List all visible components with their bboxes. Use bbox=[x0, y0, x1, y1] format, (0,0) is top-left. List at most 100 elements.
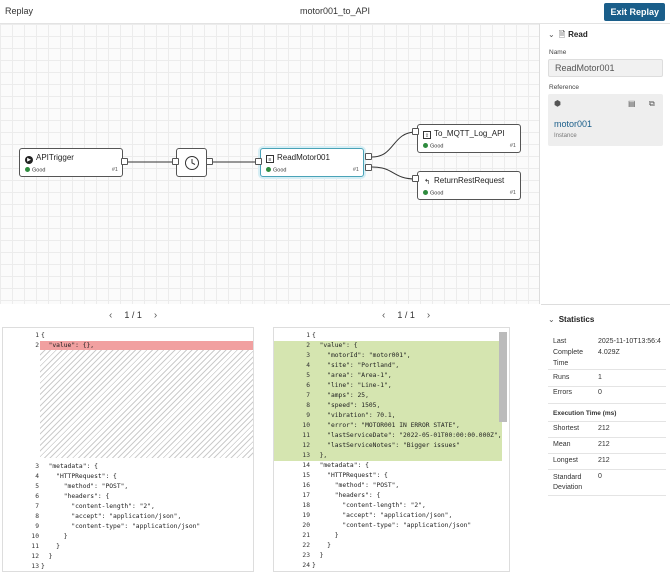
code-text: "value": { bbox=[312, 342, 358, 349]
output-json-editor[interactable]: 1{2 "value": {3 "motorId": "motor001",4 … bbox=[273, 327, 510, 572]
code-line: 13} bbox=[3, 562, 253, 571]
line-number: 4 bbox=[306, 362, 310, 369]
code-text: "headers": { bbox=[41, 493, 110, 500]
stat-row: Runs 1 bbox=[548, 372, 666, 387]
reference-label: Reference bbox=[549, 84, 579, 91]
input-json-editor[interactable]: 1{2 "value": {},3 "metadata": {4 "HTTPRe… bbox=[2, 327, 254, 572]
line-number: 10 bbox=[31, 533, 39, 540]
code-line: 8 "speed": 1505, bbox=[274, 401, 509, 411]
prev-page-button[interactable]: ‹ bbox=[109, 310, 113, 321]
code-text: } bbox=[312, 542, 331, 549]
line-number: 11 bbox=[31, 543, 39, 550]
readmotor001-output-port-2[interactable] bbox=[365, 164, 372, 171]
stat-row: Longest 212 bbox=[548, 454, 666, 470]
code-text: }, bbox=[312, 452, 328, 459]
stddev-label: Standard Deviation bbox=[553, 474, 583, 491]
status-good-icon bbox=[25, 167, 30, 172]
code-line: 3 "motorId": "motor001", bbox=[274, 351, 509, 361]
exit-replay-button[interactable]: Exit Replay bbox=[604, 3, 665, 21]
node-return-status: Good bbox=[430, 190, 444, 197]
readmotor001-input-port[interactable] bbox=[255, 158, 262, 165]
code-line: 2 "value": { bbox=[274, 341, 509, 351]
next-page-button[interactable]: › bbox=[426, 310, 431, 321]
code-line: 4 "site": "Portland", bbox=[274, 361, 509, 371]
line-number: 8 bbox=[35, 513, 39, 520]
name-field[interactable]: ReadMotor001 bbox=[548, 59, 663, 77]
clock-icon bbox=[185, 156, 199, 170]
code-text: "HTTPRequest": { bbox=[312, 472, 388, 479]
stat-row: Shortest 212 bbox=[548, 422, 666, 438]
publish-icon: ⇪ bbox=[423, 131, 431, 139]
readmotor001-output-port-1[interactable] bbox=[365, 153, 372, 160]
code-text: "method": "POST", bbox=[312, 482, 400, 489]
code-line: 22 } bbox=[274, 541, 509, 551]
code-text: } bbox=[312, 562, 316, 569]
mqtt-input-port[interactable] bbox=[412, 128, 419, 135]
code-line: 5 "method": "POST", bbox=[3, 482, 253, 492]
code-line: 4 "HTTPRequest": { bbox=[3, 472, 253, 482]
status-good-icon bbox=[266, 167, 271, 172]
delay-input-port[interactable] bbox=[172, 158, 179, 165]
last-complete-value: 2025-11-10T13:56:44.029Z bbox=[598, 338, 661, 356]
code-line: 16 "method": "POST", bbox=[274, 481, 509, 491]
code-text: } bbox=[41, 543, 60, 550]
code-text: "value": {}, bbox=[41, 342, 95, 349]
code-line: 6 "headers": { bbox=[3, 492, 253, 502]
execution-time-title: Execution Time (ms) bbox=[553, 410, 617, 417]
flow-wires bbox=[127, 131, 417, 180]
code-text: "headers": { bbox=[312, 492, 381, 499]
chevron-down-icon[interactable]: ⌄ bbox=[548, 315, 555, 324]
node-readmotor001[interactable]: ≡ReadMotor001 Good #1 bbox=[260, 148, 364, 177]
panel-section-title: Read bbox=[568, 30, 588, 39]
code-line: 8 "accept": "application/json", bbox=[3, 512, 253, 522]
added-lines-highlight bbox=[274, 341, 502, 461]
code-text: "content-length": "2", bbox=[41, 503, 155, 510]
left-pager: ‹1 / 1› bbox=[103, 310, 163, 321]
apitrigger-output-port[interactable] bbox=[121, 158, 128, 165]
node-apitrigger[interactable]: ▶APITrigger Good #1 bbox=[19, 148, 123, 177]
status-good-icon bbox=[423, 190, 428, 195]
return-input-port[interactable] bbox=[412, 175, 419, 182]
line-number: 1 bbox=[35, 332, 39, 339]
node-readmotor001-label: ReadMotor001 bbox=[277, 153, 330, 162]
line-number: 3 bbox=[306, 352, 310, 359]
trash-icon[interactable]: ▤ bbox=[628, 99, 636, 108]
line-number: 13 bbox=[302, 452, 310, 459]
reference-link[interactable]: motor001 bbox=[554, 119, 593, 129]
code-line: 9 "vibration": 70.1, bbox=[274, 411, 509, 421]
diff-scrollbar[interactable] bbox=[499, 332, 507, 422]
runs-value: 1 bbox=[598, 374, 602, 381]
node-to-mqtt-log-api[interactable]: ⇪To_MQTT_Log_API Good #1 bbox=[417, 124, 521, 153]
code-text: "error": "MOTOR001 IN ERROR STATE", bbox=[312, 422, 460, 429]
code-line: 21 } bbox=[274, 531, 509, 541]
prev-page-button[interactable]: ‹ bbox=[382, 310, 386, 321]
node-returnrestrequest[interactable]: ↰ReturnRestRequest Good #1 bbox=[417, 171, 521, 200]
line-number: 6 bbox=[306, 382, 310, 389]
line-number: 9 bbox=[35, 523, 39, 530]
line-number: 12 bbox=[302, 442, 310, 449]
line-number: 14 bbox=[302, 462, 310, 469]
runs-label: Runs bbox=[553, 374, 570, 381]
right-pager: ‹ 1 / 1 › bbox=[376, 310, 436, 321]
code-text: "metadata": { bbox=[41, 463, 98, 470]
node-delay[interactable] bbox=[176, 148, 207, 177]
code-text: "accept": "application/json", bbox=[312, 512, 453, 519]
code-text: "amps": 25, bbox=[312, 392, 369, 399]
code-text: { bbox=[41, 332, 45, 339]
line-number: 3 bbox=[35, 463, 39, 470]
line-number: 23 bbox=[302, 552, 310, 559]
code-text: { bbox=[312, 332, 316, 339]
right-page-indicator: 1 / 1 bbox=[397, 310, 415, 320]
line-number: 24 bbox=[302, 562, 310, 569]
status-good-icon bbox=[423, 143, 428, 148]
next-page-button[interactable]: › bbox=[153, 310, 158, 321]
delay-output-port[interactable] bbox=[206, 158, 213, 165]
code-text: "vibration": 70.1, bbox=[312, 412, 396, 419]
copy-icon[interactable]: ⧉ bbox=[649, 99, 655, 108]
chevron-down-icon[interactable]: ⌄ bbox=[548, 30, 555, 39]
play-circle-icon: ▶ bbox=[25, 156, 33, 164]
longest-value: 212 bbox=[598, 457, 610, 464]
code-line: 24} bbox=[274, 561, 509, 571]
flow-canvas[interactable]: ▶APITrigger Good #1 ≡ReadMotor001 Good #… bbox=[0, 24, 540, 304]
code-line: 18 "content-length": "2", bbox=[274, 501, 509, 511]
